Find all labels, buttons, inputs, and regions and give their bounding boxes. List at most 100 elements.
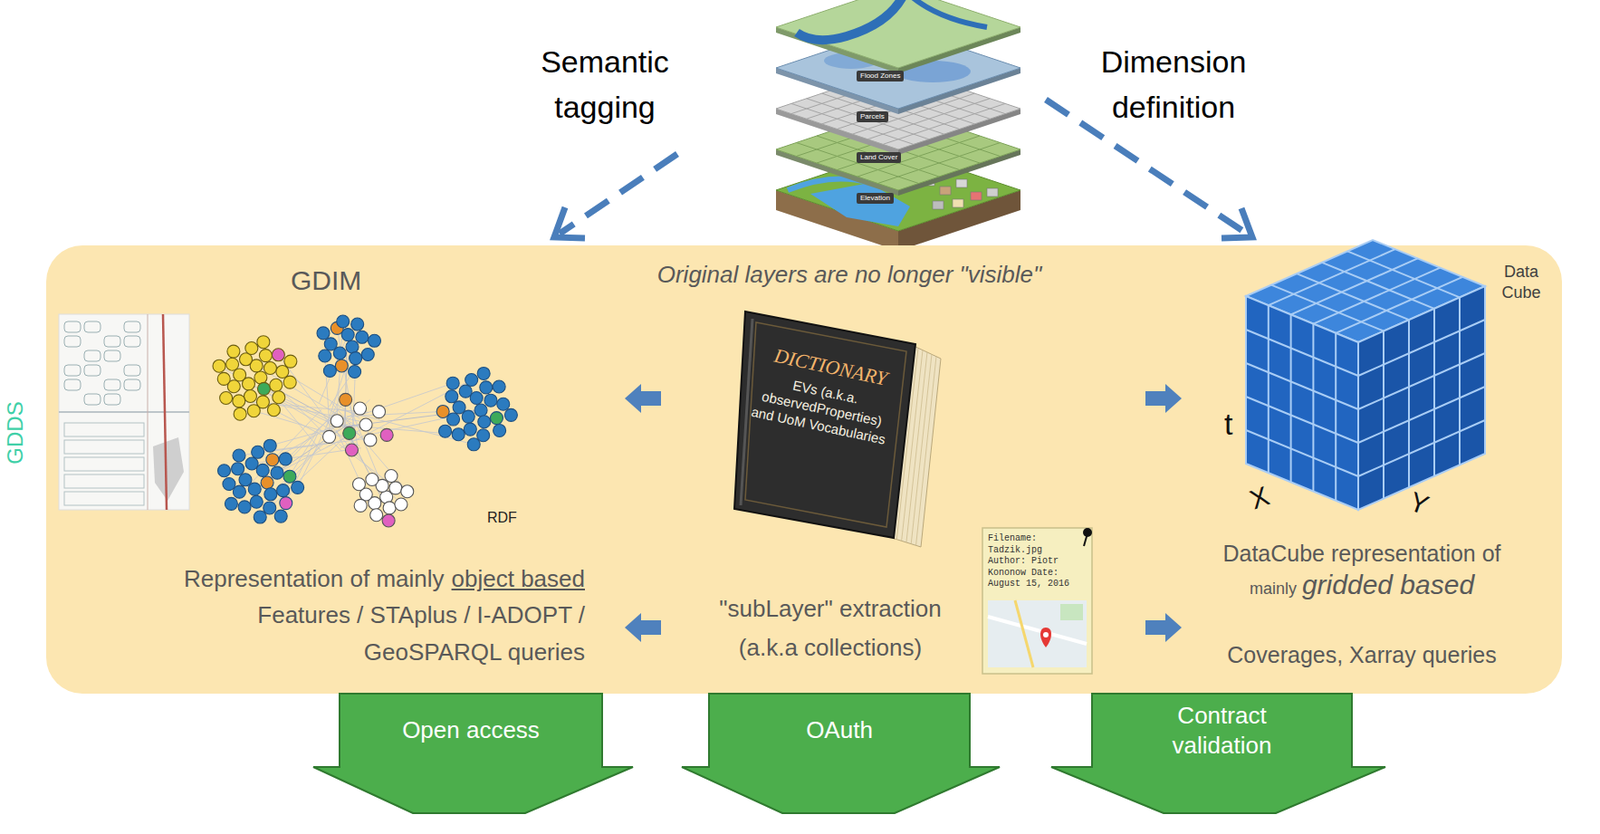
network-node bbox=[463, 422, 477, 436]
cube-grid bbox=[1433, 308, 1436, 477]
network-link bbox=[325, 420, 401, 505]
network-node bbox=[493, 423, 507, 437]
cube-grid bbox=[1358, 319, 1486, 376]
network-node bbox=[445, 390, 459, 403]
layer-label: Parcels bbox=[856, 111, 889, 123]
network-node bbox=[212, 359, 226, 373]
network-node bbox=[504, 408, 518, 422]
annotation-label: Dimension definition bbox=[1064, 38, 1283, 130]
page-line bbox=[916, 356, 938, 547]
network-link bbox=[277, 354, 330, 424]
note-text: Original layers are no longer "visible" bbox=[589, 260, 1110, 289]
cube-grid bbox=[1458, 297, 1461, 465]
parcel bbox=[84, 350, 101, 362]
access-arrow: OAuth bbox=[681, 693, 1000, 815]
network-node bbox=[484, 393, 498, 407]
network-node bbox=[474, 403, 488, 417]
cover-border bbox=[745, 322, 907, 527]
network-link bbox=[344, 346, 347, 427]
cube-grid bbox=[1408, 319, 1410, 488]
network-node bbox=[492, 380, 506, 393]
card-road bbox=[987, 616, 1087, 644]
parcel bbox=[84, 364, 101, 376]
network-node bbox=[267, 403, 280, 417]
page-line bbox=[910, 354, 932, 545]
description-text: "subLayer" extraction (a.k.a collections… bbox=[689, 589, 971, 668]
network-node bbox=[283, 375, 297, 389]
network-link bbox=[261, 426, 345, 483]
layer-label: Land Cover bbox=[856, 152, 901, 163]
network-node bbox=[489, 411, 503, 425]
cube-grid bbox=[1382, 331, 1385, 499]
cube-grid bbox=[1245, 430, 1359, 477]
cube-grid bbox=[1358, 353, 1486, 410]
network-node bbox=[251, 445, 265, 459]
building bbox=[970, 191, 982, 201]
network-node bbox=[263, 439, 277, 452]
network-link bbox=[344, 424, 359, 427]
access-arrow: Contract validation bbox=[1051, 693, 1386, 815]
map-thumbnail bbox=[58, 314, 190, 510]
network-node bbox=[220, 392, 233, 405]
network-node bbox=[323, 364, 336, 377]
layer-label: Flood Zones bbox=[856, 70, 904, 82]
network-node bbox=[339, 392, 353, 406]
network-node bbox=[359, 418, 373, 432]
network-node bbox=[401, 485, 414, 499]
axis-label: X bbox=[1245, 480, 1274, 517]
description-text: Features / STAplus / I-ADOPT / bbox=[257, 601, 585, 630]
parcel bbox=[124, 364, 141, 376]
parcel bbox=[84, 321, 101, 333]
building bbox=[986, 188, 998, 197]
network-node bbox=[222, 477, 236, 490]
parcel bbox=[104, 350, 121, 362]
network-node bbox=[323, 430, 336, 443]
network-node bbox=[224, 497, 238, 510]
network-node bbox=[245, 342, 259, 355]
network-link bbox=[286, 432, 318, 503]
cube-grid bbox=[1268, 249, 1396, 306]
network-lines bbox=[219, 321, 484, 518]
cube-grid bbox=[1358, 386, 1486, 443]
network-node bbox=[439, 424, 452, 438]
network-node bbox=[344, 443, 358, 457]
map-layer bbox=[776, 0, 1021, 68]
block-arrow bbox=[1145, 613, 1182, 642]
panel-heading: GDDS bbox=[2, 401, 29, 465]
network-node bbox=[264, 488, 278, 501]
parcel bbox=[64, 379, 81, 391]
description-text: mainly bbox=[1249, 579, 1297, 598]
parcel bbox=[64, 321, 81, 333]
network-node bbox=[283, 469, 297, 483]
network-node bbox=[256, 463, 269, 477]
network-node bbox=[348, 365, 362, 379]
network-node bbox=[451, 428, 465, 441]
network-node bbox=[351, 317, 365, 331]
network-node bbox=[233, 407, 247, 421]
arrow-head bbox=[1221, 208, 1253, 239]
network-node bbox=[373, 405, 386, 419]
cube-grid bbox=[1358, 420, 1486, 477]
arrow-label: OAuth bbox=[708, 693, 970, 767]
network-node bbox=[217, 464, 230, 478]
network-link bbox=[230, 409, 322, 504]
network-node bbox=[248, 482, 261, 496]
building bbox=[939, 186, 951, 195]
arrow-label: Open access bbox=[339, 693, 603, 767]
network-node bbox=[335, 359, 348, 373]
parcel bbox=[64, 474, 144, 489]
cube-grid bbox=[1322, 262, 1435, 309]
network-node bbox=[352, 478, 365, 491]
network-link bbox=[331, 402, 408, 492]
network-node bbox=[232, 449, 246, 462]
map-area bbox=[153, 437, 184, 501]
network-node bbox=[383, 501, 396, 515]
network-node bbox=[254, 371, 268, 384]
description-text: gridded based bbox=[1302, 569, 1475, 600]
cube-grid bbox=[1267, 305, 1270, 473]
network-node bbox=[257, 382, 270, 395]
network-node bbox=[459, 384, 472, 398]
network-node bbox=[380, 428, 393, 441]
parcel bbox=[104, 335, 121, 347]
network-node bbox=[258, 349, 272, 363]
